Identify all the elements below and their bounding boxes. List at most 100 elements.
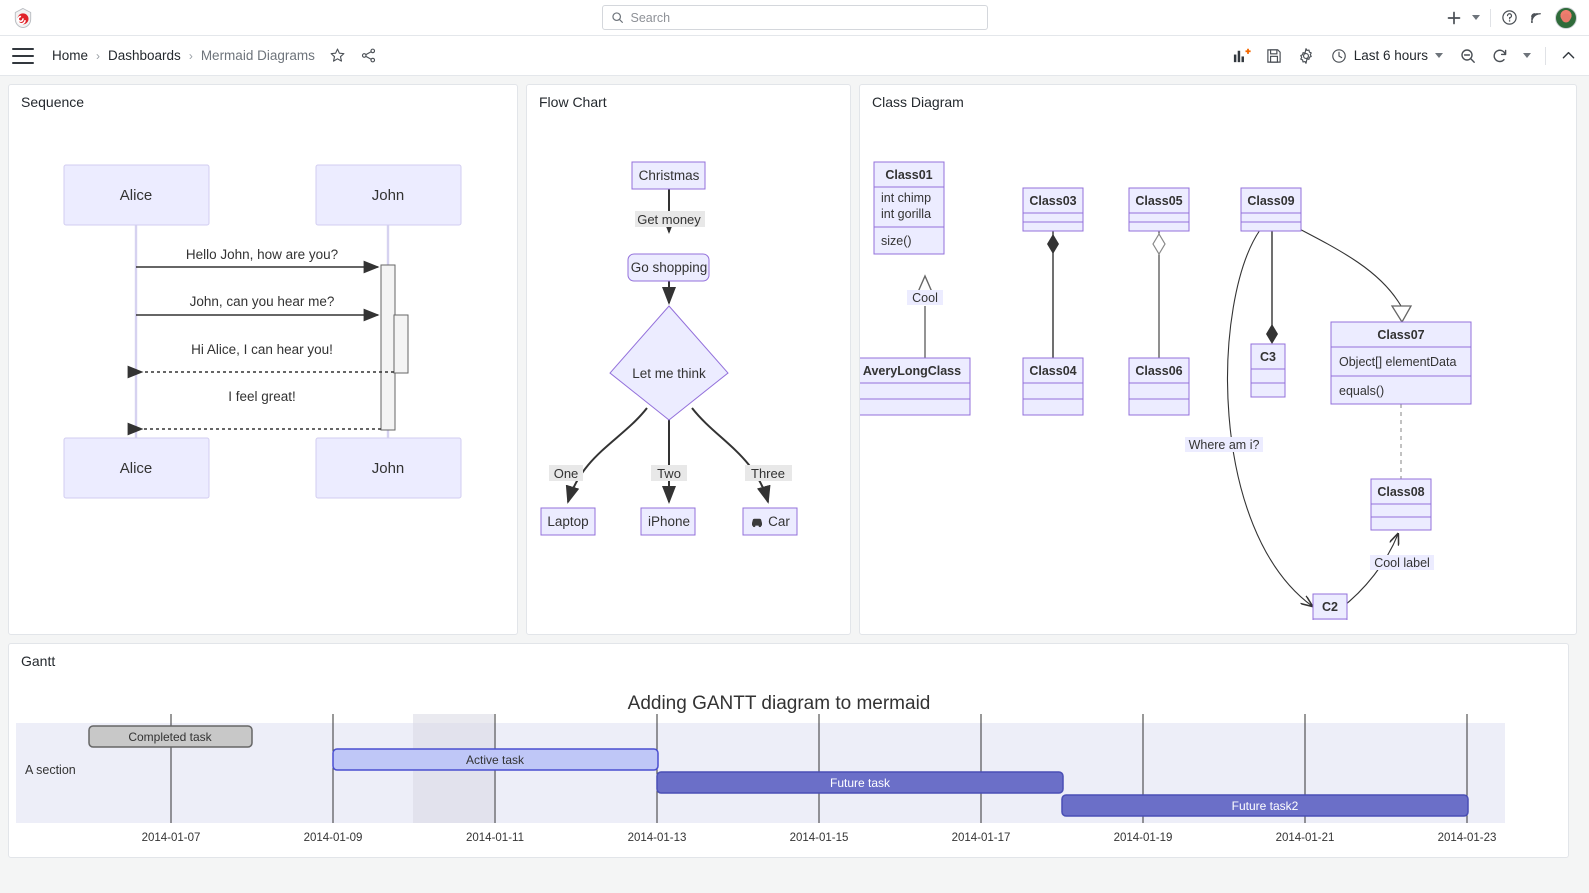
user-avatar[interactable] [1555, 6, 1577, 29]
grafana-logo[interactable] [12, 7, 34, 29]
class-name: Class09 [1247, 194, 1294, 208]
save-icon[interactable] [1265, 47, 1283, 65]
relation-label-bg [1185, 437, 1263, 452]
time-range-chevron-down-icon[interactable] [1435, 53, 1443, 58]
help-icon[interactable] [1501, 9, 1518, 26]
class-method: equals() [1339, 384, 1384, 398]
add-new-chevron-down-icon[interactable] [1472, 15, 1480, 20]
actor-john-top: John [315, 164, 462, 226]
breadcrumb-item-home[interactable]: Home [52, 48, 89, 63]
aggregation-diamond [1152, 232, 1166, 256]
news-icon[interactable] [1528, 9, 1545, 26]
top-navigation-bar [0, 0, 1589, 36]
node-label: iPhone [648, 514, 690, 529]
clock-icon [1331, 48, 1346, 63]
gantt-tick: 2014-01-09 [304, 832, 363, 844]
refresh-interval-chevron-down-icon[interactable] [1523, 53, 1531, 58]
breadcrumb-item-mermaid-diagrams[interactable]: Mermaid Diagrams [200, 48, 315, 63]
actor-alice-bottom: Alice [63, 437, 210, 499]
share-icon[interactable] [360, 47, 377, 64]
add-panel-icon[interactable] [1232, 46, 1251, 65]
message-label-1: Hello John, how are you? [186, 247, 338, 262]
class-name: Class06 [1135, 364, 1182, 378]
node-label: Laptop [547, 514, 588, 529]
gantt-title: Adding GANTT diagram to mermaid [628, 693, 931, 714]
time-range-picker[interactable]: Last 6 hours [1329, 45, 1445, 67]
gantt-task-completed: Completed task [88, 725, 253, 748]
edge-think-car [691, 407, 771, 504]
message-label-2: John, can you hear me? [190, 294, 335, 309]
edge-label-two: Two [657, 466, 681, 481]
class-box-class09: Class09 [1240, 187, 1302, 232]
actor-label: John [372, 460, 405, 477]
relation-label-where-am-i: Where am i? [1189, 438, 1260, 452]
relation-label-cool: Cool [912, 291, 938, 305]
class-box-class08: Class08 [1370, 478, 1432, 531]
gantt-task-future: Future task [656, 771, 1064, 794]
car-icon [752, 518, 762, 528]
class-box-class01: Class01 int chimp int gorilla size() [873, 161, 945, 255]
breadcrumb: Home › Dashboards › Mermaid Diagrams [52, 48, 315, 63]
gantt-task-label: Future task2 [1232, 799, 1299, 813]
menu-toggle-button[interactable] [12, 47, 34, 64]
global-search[interactable] [601, 5, 988, 30]
search-input[interactable] [630, 10, 979, 25]
class-box-class06: Class06 [1128, 357, 1190, 416]
class-box-class05: Class05 [1128, 187, 1190, 232]
panel-title-gantt: Gantt [21, 653, 56, 669]
sequence-diagram: Alice John Hello John, how are you? John… [9, 110, 517, 625]
gantt-task-future2: Future task2 [1061, 794, 1469, 817]
relation-class09-c2 [1227, 229, 1312, 606]
panel-class-diagram[interactable]: Class Diagram Cool [859, 84, 1577, 635]
class-attribute: Object[] elementData [1339, 355, 1456, 369]
panel-gantt[interactable]: Gantt Adding GANTT diagram to mermaid [8, 643, 1569, 858]
panel-flow-chart[interactable]: Flow Chart Get money [526, 84, 851, 635]
class-name: Class04 [1029, 364, 1076, 378]
gear-icon[interactable] [1297, 47, 1315, 65]
class-box-class03: Class03 [1022, 187, 1084, 232]
actor-john-bottom: John [315, 437, 462, 499]
collapse-chevron-up-icon[interactable] [1560, 47, 1577, 64]
edge-label-bg [549, 465, 583, 481]
class-diagram: Cool Where am i? [860, 110, 1576, 633]
node-let-me-think: Let me think [609, 305, 729, 421]
actor-alice-top: Alice [63, 164, 210, 226]
class-box-averylongclass: AveryLongClass [860, 357, 971, 416]
class-box-class04: Class04 [1022, 357, 1084, 416]
panel-sequence[interactable]: Sequence [8, 84, 518, 635]
class-name: Class08 [1377, 485, 1424, 499]
class-attribute: int gorilla [881, 207, 931, 221]
class-box-class07: Class07 Object[] elementData equals() [1330, 321, 1472, 405]
class-box-c2: C2 [1312, 593, 1348, 633]
add-new-button[interactable] [1446, 10, 1462, 26]
class-attribute: int chimp [881, 191, 931, 205]
dashboard-row-1: Sequence [8, 84, 1581, 635]
dashboard-actions: Last 6 hours [1232, 45, 1577, 67]
relation-label-bg [907, 290, 943, 305]
divider [1545, 46, 1546, 65]
message-label-4: I feel great! [228, 389, 296, 404]
activation-inner [393, 314, 409, 374]
gantt-tick: 2014-01-23 [1438, 832, 1497, 844]
zoom-out-icon[interactable] [1459, 47, 1477, 65]
gantt-chart: Adding GANTT diagram to mermaid [9, 669, 1568, 857]
class-name: C3 [1260, 350, 1276, 364]
breadcrumb-item-dashboards[interactable]: Dashboards [108, 48, 181, 63]
node-label: Christmas [639, 168, 700, 183]
node-laptop: Laptop [540, 507, 596, 536]
class-name: C2 [1322, 600, 1338, 614]
gantt-tick: 2014-01-17 [952, 832, 1011, 844]
actor-label: John [372, 187, 405, 204]
class-name: AveryLongClass [863, 364, 961, 378]
relation-class09-class07 [1287, 222, 1402, 307]
refresh-icon[interactable] [1491, 47, 1509, 65]
star-icon[interactable] [329, 47, 346, 64]
realization-triangle [1390, 305, 1413, 324]
edge-label-get-money: Get money [637, 212, 701, 227]
node-label: Go shopping [631, 260, 708, 275]
gantt-task-label: Future task [830, 776, 891, 790]
edge-label-bg [635, 211, 705, 227]
gantt-axis-labels: 2014-01-07 2014-01-09 2014-01-11 2014-01… [142, 832, 1497, 844]
dashboard-grid: Sequence [0, 76, 1589, 866]
node-christmas: Christmas [631, 161, 706, 190]
